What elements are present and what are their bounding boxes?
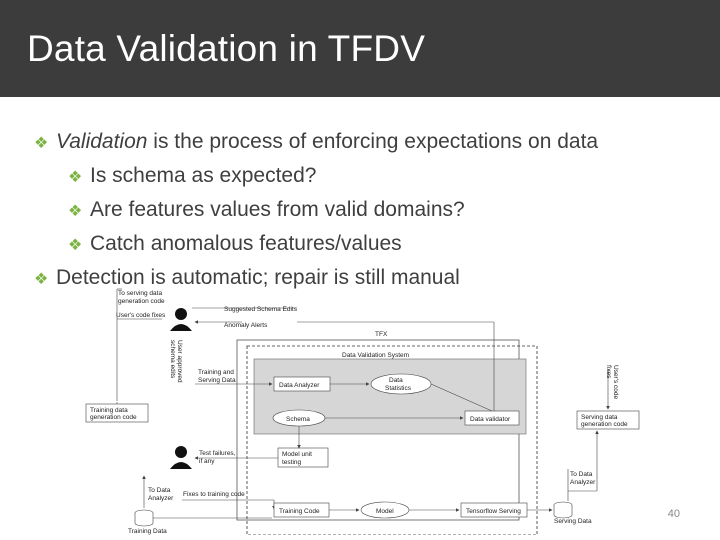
diamond-bullet-icon: ❖ (34, 135, 49, 152)
schema-label: Schema (286, 416, 310, 423)
serving-gen-label: Serving data (581, 414, 618, 421)
bullet-italic-term: Validation (56, 130, 148, 153)
model-label: Model (376, 508, 394, 515)
dvs-label: Data Validation System (342, 352, 409, 359)
training-gen-label-2: generation code (90, 414, 137, 421)
tfdv-architecture-diagram: TFX Data Validation System To serving da… (82, 283, 642, 535)
diamond-bullet-icon: ❖ (68, 169, 83, 186)
training-code-label: Training Code (279, 508, 320, 515)
page-number: 40 (667, 508, 680, 520)
title-bar: Data Validation in TFDV (0, 0, 720, 97)
serving-data-cylinder (553, 501, 573, 519)
model-unit-box (277, 447, 329, 468)
training-gen-label: Training data (90, 407, 128, 414)
diamond-bullet-icon: ❖ (34, 271, 49, 288)
bullet-schema: ❖ Is schema as expected? (68, 160, 714, 194)
data-analyzer-label: Data Analyzer (279, 382, 320, 389)
bullet-anomalous: ❖ Catch anomalous features/values (68, 228, 714, 262)
diagram-svg: TFX Data Validation System To serving da… (85, 288, 640, 535)
to-data-analyzer-left: To Data (148, 487, 171, 494)
bullet-detection: ❖ Detection is automatic; repair is still… (34, 262, 714, 296)
user-icon-top (170, 308, 192, 331)
user-icon-mid (170, 446, 192, 469)
tfx-label: TFX (375, 331, 388, 338)
bullet-text: Is schema as expected? (90, 164, 317, 187)
to-serving-label-2: generation code (118, 298, 165, 305)
test-failures-label: Test failures, (199, 450, 236, 457)
data-validator-box (464, 410, 520, 426)
to-data-analyzer-right: To Data (570, 471, 593, 478)
model-unit-label-2: testing (282, 459, 302, 466)
serving-gen-box (576, 410, 640, 430)
to-serving-label: To serving data (118, 290, 162, 297)
diamond-bullet-icon: ❖ (68, 237, 83, 254)
to-data-analyzer-right-2: Analyzer (570, 479, 596, 486)
user-approved-label-2: schema edits (169, 340, 176, 379)
users-code-fixes-vertical: User's code (612, 365, 619, 400)
slide-title: Data Validation in TFDV (27, 28, 426, 69)
model-unit-label: Model unit (282, 451, 312, 458)
diamond-bullet-icon: ❖ (68, 203, 83, 220)
training-data-label: Training Data (128, 528, 167, 535)
bullet-text: Detection is automatic; repair is still … (56, 266, 460, 289)
user-approved-label: User approved (176, 340, 183, 383)
bullet-text: is the process of enforcing expectations… (147, 130, 599, 153)
anomaly-alerts-label: Anomaly Alerts (224, 322, 268, 329)
serving-gen-label-2: generation code (581, 421, 628, 428)
data-statistics-label: Data (389, 377, 403, 384)
to-data-analyzer-left-2: Analyzer (148, 495, 174, 502)
bullet-text: Catch anomalous features/values (90, 232, 402, 255)
data-statistics-label-2: Statistics (385, 385, 412, 392)
fixes-training-label: Fixes to training code (183, 491, 245, 498)
test-failures-label-2: if any (199, 458, 215, 465)
training-data-cylinder (134, 509, 154, 527)
dvs-box (246, 345, 538, 535)
bullet-domains: ❖ Are features values from valid domains? (68, 194, 714, 228)
suggested-schema-label: Suggested Schema Edits (224, 306, 298, 313)
data-validator-label: Data validator (470, 416, 511, 423)
serving-data-label: Serving Data (554, 518, 592, 525)
users-code-fixes-label: User's code fixes (116, 312, 166, 319)
training-serving-label: Training and (198, 369, 234, 376)
bullet-list: ❖ Validation is the process of enforcing … (34, 126, 714, 296)
users-code-fixes-vertical-2: fixes (605, 365, 612, 379)
bullet-text: Are features values from valid domains? (90, 198, 465, 221)
bullet-validation: ❖ Validation is the process of enforcing … (34, 126, 714, 160)
training-serving-label-2: Serving Data (198, 377, 236, 384)
tensorflow-serving-label: Tensorflow Serving (466, 508, 521, 515)
